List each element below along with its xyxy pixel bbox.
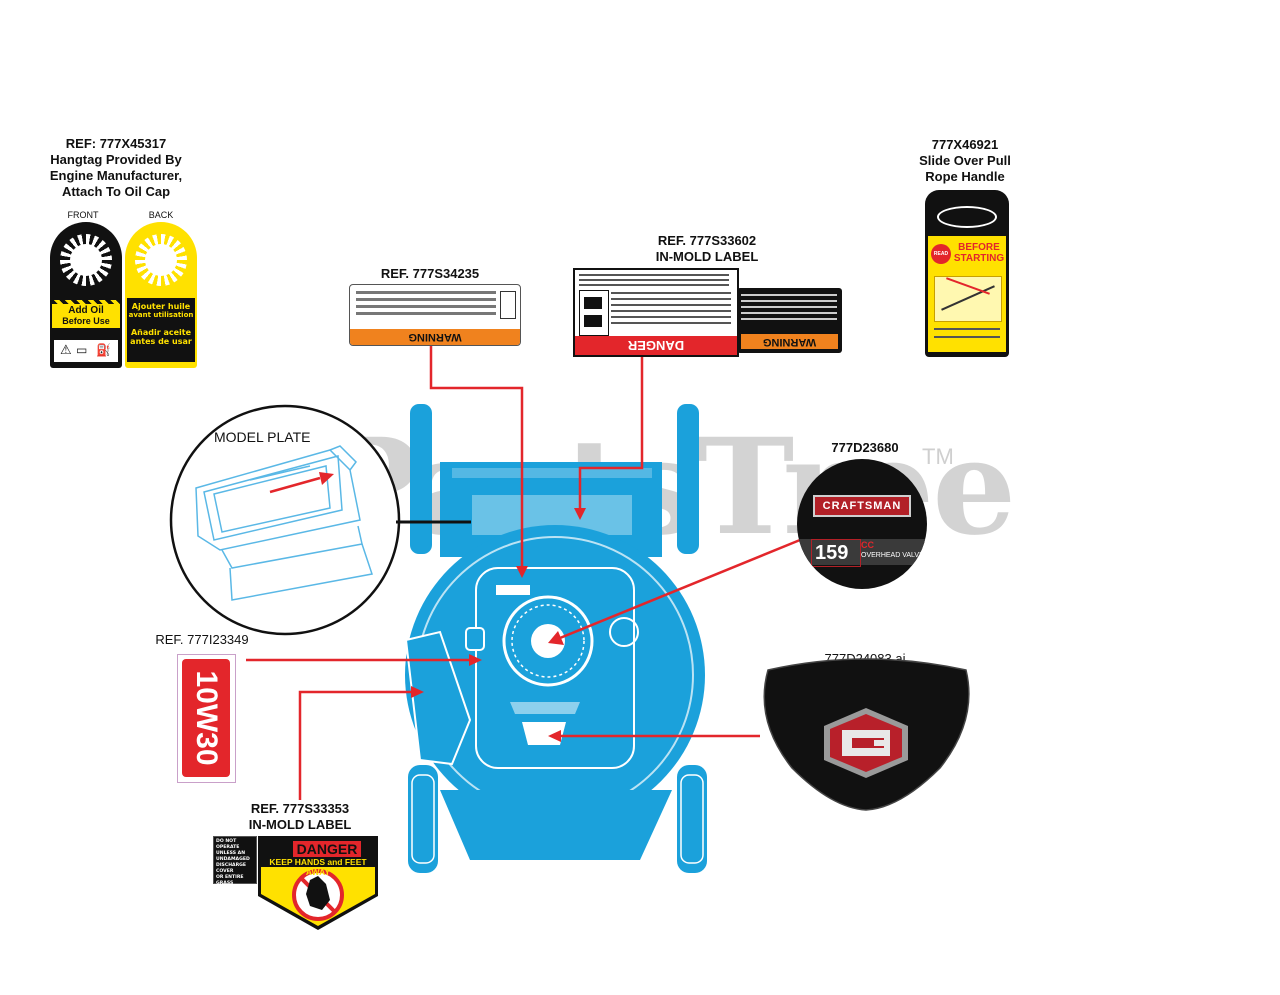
- pull-handle-ref-line3: Rope Handle: [925, 169, 1005, 184]
- inmold-warn-l2: UNLESS AN: [216, 851, 246, 856]
- hangtag-ref-line4: Attach To Oil Cap: [61, 184, 171, 199]
- mower-wheel-right: [677, 765, 707, 873]
- oil-label: 10W30: [177, 654, 236, 783]
- hangtag-ref-line3: Engine Manufacturer,: [49, 168, 183, 183]
- mower-front-bumper: [440, 790, 672, 860]
- inmold-label-ref: REF. 777S33353 IN-MOLD LABEL: [230, 801, 370, 833]
- danger-warning-label: DANGER: [573, 268, 739, 357]
- engine-decal-cc-value: 159: [811, 539, 861, 567]
- oil-label-ref: REF. 777I23349: [155, 632, 249, 647]
- oil-can-icon: ⛽: [96, 343, 111, 357]
- hangtag-back-text3: Añadir aceite: [130, 328, 192, 337]
- mower-wheel-left: [408, 765, 438, 873]
- engine-decal: CRAFTSMAN 159 CC OVERHEAD VALVE: [797, 459, 927, 589]
- inmold-ref-line2: IN-MOLD LABEL: [248, 817, 352, 832]
- pull-handle-before: BEFORE: [958, 242, 1000, 253]
- pull-handle-ref-line2: Slide Over Pull: [919, 153, 1011, 168]
- oil-label-text: 10W30: [190, 670, 223, 766]
- engine-decal-valve: OVERHEAD VALVE: [861, 552, 924, 559]
- hangtag-back-text4: antes de usar: [130, 337, 192, 346]
- hangtag-ref-line2: Hangtag Provided By: [50, 152, 182, 167]
- emblem-ref: 777D24083.ai: [824, 651, 906, 666]
- inmold-side-warning: DO NOT OPERATE UNLESS AN UNDAMAGED DISCH…: [213, 836, 257, 898]
- manual-icon: ▭: [76, 343, 88, 357]
- hangtag-ref: REF: 777X45317 Hangtag Provided By Engin…: [30, 136, 202, 200]
- warning-half-label: WARNING: [737, 288, 842, 353]
- danger-label-banner: DANGER: [627, 338, 685, 353]
- fuel-flame-icon: [500, 291, 516, 319]
- mower-handle-left: [410, 404, 432, 554]
- danger-label-ref-line2: IN-MOLD LABEL: [655, 249, 759, 264]
- mower-discharge-cover: [404, 630, 472, 766]
- inmold-warn-l5: OR ENTIRE GRASS: [216, 875, 244, 886]
- hangtag-back-text2: avant utilisation: [128, 311, 194, 319]
- engine-decal-cc-unit: CC: [861, 540, 874, 550]
- hangtag-front-text1: Add Oil: [68, 305, 104, 316]
- watermark-tm: TM: [922, 444, 954, 469]
- pull-handle-starting: STARTING: [953, 253, 1005, 264]
- danger-label-ref: REF. 777S33602 IN-MOLD LABEL: [630, 233, 784, 265]
- inmold-danger-text: DANGER: [296, 841, 358, 857]
- inmold-keep-hands: KEEP HANDS and FEET AWAY: [269, 857, 367, 877]
- hangtag-ref-line1: REF: 777X45317: [65, 136, 167, 151]
- engine-decal-brand: CRAFTSMAN: [822, 500, 902, 512]
- inmold-warn-l4: DISCHARGE COVER: [216, 863, 247, 874]
- hangtag-front-label: FRONT: [67, 210, 99, 220]
- hangtag-front-text2: Before Use: [62, 316, 110, 326]
- engine-recoil-starter: [502, 595, 594, 687]
- warning-label-banner: WARNING: [408, 331, 462, 343]
- inmold-warn-l3: UNDAMAGED: [216, 857, 250, 862]
- model-plate-label: MODEL PLATE: [214, 429, 311, 445]
- inmold-warn-l1: DO NOT OPERATE: [216, 839, 240, 850]
- mower-handle-right: [677, 404, 699, 554]
- mower-engine: [475, 567, 635, 769]
- hangtag-front: Add Oil Before Use ⚠ ▭ ⛽: [50, 222, 122, 368]
- warning-label: WARNING: [349, 284, 521, 346]
- warning-label-ref: REF. 777S34235: [380, 266, 480, 281]
- pull-handle-slot: [937, 206, 997, 228]
- inmold-warn-l6: CATCHER IS IN: [216, 887, 254, 892]
- pull-handle-tag: READ BEFORE STARTING: [925, 190, 1009, 357]
- pull-handle-ref: 777X46921 Slide Over Pull Rope Handle: [900, 137, 1030, 185]
- engine-emblem-spot: [522, 722, 566, 745]
- warning-triangle-icon: ⚠: [60, 342, 72, 357]
- inmold-ref-line1: REF. 777S33353: [250, 801, 350, 816]
- hangtag-back: Ajouter huile avant utilisation Añadir a…: [125, 222, 197, 368]
- engine-decal-ref: 777D23680: [831, 440, 899, 455]
- hangtag-back-label: BACK: [148, 210, 174, 220]
- craftsman-badge: CRAFTSMAN: [813, 495, 911, 517]
- read-badge-text: READ: [933, 251, 949, 257]
- danger-label-ref-line1: REF. 777S33602: [657, 233, 757, 248]
- read-badge: READ: [931, 244, 951, 264]
- hangtag-back-text1: Ajouter huile: [131, 302, 191, 311]
- pull-handle-ref-line1: 777X46921: [931, 137, 999, 152]
- inmold-warn-l7: PLACE.: [216, 893, 235, 898]
- warning-half-banner: WARNING: [762, 336, 817, 348]
